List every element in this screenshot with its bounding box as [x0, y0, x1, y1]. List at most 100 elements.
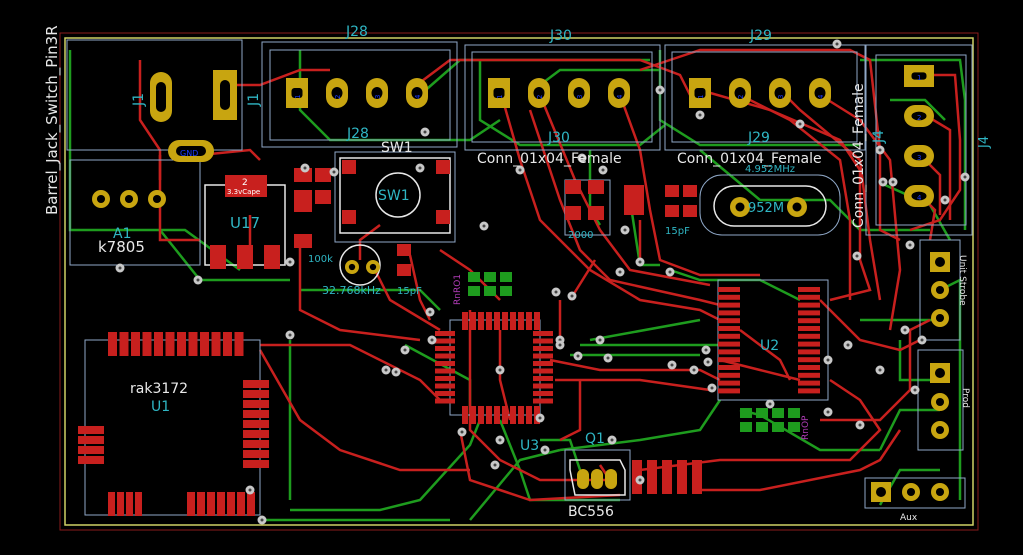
- j1-ref-right: J1: [246, 93, 262, 107]
- via-45-hole: [430, 338, 434, 342]
- a1-ref: A1: [113, 226, 131, 242]
- u2-pad-right-2: [798, 294, 820, 300]
- cap-15pf-b-a: [683, 185, 697, 197]
- q1-value: BC556: [568, 504, 614, 520]
- via-49-hole: [288, 333, 292, 337]
- via-56-hole: [706, 360, 710, 364]
- via-32-hole: [908, 243, 912, 247]
- j4-pad-num-3: 3: [917, 154, 921, 162]
- u2-pad-right-10: [798, 357, 820, 363]
- through-hole-pads: [92, 65, 950, 502]
- cap-15pf-a-a: [665, 185, 679, 197]
- r-100k-value: 100k: [308, 254, 333, 265]
- u3-pad-top-4: [486, 312, 492, 330]
- hdr-c-pad-1-hole: [876, 487, 886, 497]
- via-42-hole: [493, 463, 497, 467]
- sw1-pad-3: [342, 210, 356, 224]
- via-14-hole: [598, 338, 602, 342]
- u3-pad-left-3: [435, 346, 455, 351]
- u1-pad-top-2: [119, 332, 129, 356]
- u1-pad-bot-b-6: [237, 492, 245, 516]
- u1-pad-left-2: [78, 436, 104, 444]
- u1-pad-bot-a-4: [135, 492, 142, 516]
- via-13-hole: [576, 354, 580, 358]
- u1-pad-top-11: [223, 332, 232, 356]
- u2-pad-left-13: [718, 380, 740, 386]
- j4-pad-num-2: 2: [917, 114, 921, 122]
- osc-pad-2-hole: [369, 263, 377, 271]
- via-22-hole: [798, 122, 802, 126]
- via-63-hole: [698, 113, 702, 117]
- u3-pad-left-2: [435, 338, 455, 344]
- u17-pad-a: [210, 245, 226, 269]
- via-58-hole: [623, 228, 627, 232]
- rn-top-1-b: [468, 286, 480, 296]
- cap-2000-value: 2000: [568, 230, 593, 241]
- u2-pad-right-1: [798, 287, 820, 292]
- u2-pad-right-11: [798, 365, 820, 370]
- u17-pad-net: 3.3vCape: [227, 188, 260, 196]
- u1-pad-top-12: [234, 332, 244, 356]
- via-18-hole: [668, 270, 672, 274]
- cap-2000-right-b: [588, 206, 604, 220]
- c-tall: [624, 185, 644, 215]
- u3-pad-top-8: [518, 312, 524, 330]
- sw1-pad-1: [342, 160, 356, 174]
- via-16-hole: [618, 270, 622, 274]
- u2-pad-right-7: [798, 333, 820, 339]
- j29-pad-3-hole: [774, 87, 786, 99]
- u3-ref: U3: [520, 438, 539, 454]
- u17-pad-number: 2: [242, 178, 248, 188]
- u1-pad-bot-b-1: [187, 492, 195, 516]
- u2-pad-right-6: [798, 326, 820, 331]
- rn-bottom-2-b: [756, 422, 768, 432]
- rn-top-3-a: [500, 272, 512, 282]
- via-35-hole: [913, 388, 917, 392]
- u3-pad-top-7: [510, 312, 516, 330]
- via-4-hole: [303, 166, 307, 170]
- u3-pad-left-7: [435, 376, 455, 381]
- rn-bottom-4-a: [788, 408, 800, 418]
- resistor-bank-label-a: RnRO1: [453, 274, 463, 305]
- via-53-hole: [638, 478, 642, 482]
- j30-pad-num-2: 2: [536, 95, 544, 99]
- via-34-hole: [920, 338, 924, 342]
- u2-pad-left-7: [718, 333, 740, 339]
- rn-bottom-1-b: [740, 422, 752, 432]
- u3-pad-right-8: [533, 383, 553, 389]
- back-copper-traces: [68, 50, 967, 522]
- via-5-hole: [332, 170, 336, 174]
- r-top-b-a: [315, 168, 331, 182]
- vias: [115, 39, 970, 525]
- a1-pad-2-hole: [124, 194, 134, 204]
- u1-pad-top-9: [200, 332, 209, 356]
- j29-value: Conn_01x04_Female: [677, 151, 822, 167]
- j29-pad-4-hole: [814, 87, 826, 99]
- j30-ref-top: J30: [549, 28, 572, 44]
- j4-ref-right: J4: [977, 136, 992, 149]
- via-28-hole: [878, 148, 882, 152]
- q1-pad-2: [591, 469, 603, 489]
- u2-pad-left-3: [718, 302, 740, 308]
- u2-pad-right-13: [798, 380, 820, 386]
- u1-pad-top-3: [131, 332, 140, 356]
- sw1-pad-4: [436, 210, 450, 224]
- via-50-hole: [260, 518, 264, 522]
- j28-ref-top: J28: [345, 24, 368, 40]
- via-61-hole: [580, 156, 584, 160]
- board-courtyard-outline: [59, 32, 979, 531]
- cap-15pf-b-b: [683, 205, 697, 217]
- a1-value: k7805: [98, 238, 145, 256]
- crystal-body-label: 952M: [748, 201, 784, 216]
- via-44-hole: [428, 310, 432, 314]
- q1-resistor-2: [647, 460, 657, 494]
- via-57-hole: [498, 368, 502, 372]
- hdr-c-pad-2-hole: [906, 487, 916, 497]
- u2-pad-left-6: [718, 326, 740, 331]
- via-2-hole: [196, 278, 200, 282]
- via-43-hole: [460, 430, 464, 434]
- u1-pad-right-9: [243, 460, 269, 468]
- u3-pad-top-5: [494, 312, 500, 330]
